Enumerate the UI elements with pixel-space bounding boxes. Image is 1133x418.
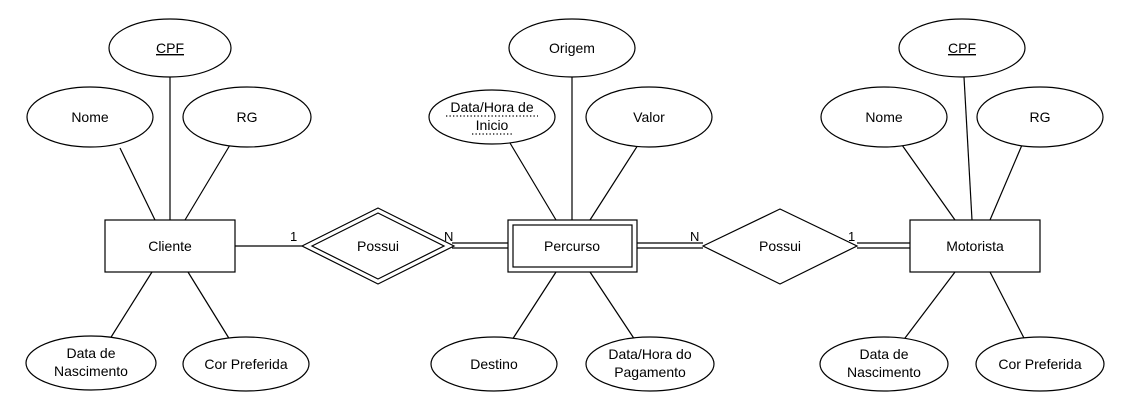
cardinality-percurso-left: N	[444, 229, 453, 244]
attribute-motorista-rg-label: RG	[1030, 109, 1051, 125]
attribute-percurso-inicio[interactable]: Data/Hora de Inicio	[428, 89, 556, 145]
attribute-cliente-nascimento-line2: Nascimento	[54, 363, 128, 379]
connector-motorista-cpf	[963, 76, 973, 221]
connector-percurso-destino	[511, 271, 557, 341]
attribute-motorista-rg-ellipse	[976, 86, 1104, 148]
attribute-percurso-destino-ellipse	[430, 336, 558, 392]
cardinality-cliente: 1	[290, 229, 297, 244]
attribute-percurso-origem-ellipse	[508, 18, 636, 78]
attribute-cliente-nascimento-ellipse	[25, 335, 157, 391]
attribute-percurso-destino[interactable]: Destino	[430, 336, 558, 392]
entity-motorista[interactable]: Motorista	[909, 219, 1041, 273]
attribute-cliente-nome-ellipse	[26, 86, 154, 148]
connector-motorista-rg	[989, 144, 1023, 221]
attribute-percurso-origem[interactable]: Origem	[508, 18, 636, 78]
connector-cliente-rg	[184, 144, 231, 221]
connector-percurso-pagamento	[589, 271, 636, 341]
entity-percurso[interactable]: Percurso	[507, 219, 638, 273]
attribute-percurso-pagamento-ellipse	[585, 336, 715, 392]
relationship-possui-left-inner	[310, 212, 446, 280]
attribute-percurso-pagamento-line1: Data/Hora do	[608, 346, 691, 362]
attribute-motorista-cor-label: Cor Preferida	[998, 356, 1081, 372]
attribute-cliente-cor-ellipse	[182, 336, 310, 392]
connectors	[107, 76, 1026, 343]
connector-motorista-cor	[989, 271, 1026, 341]
entity-cliente-label: Cliente	[148, 238, 192, 254]
attribute-percurso-pagamento[interactable]: Data/Hora do Pagamento	[585, 336, 715, 392]
relationship-possui-right[interactable]: Possui	[701, 208, 859, 285]
attribute-motorista-nascimento-line1: Data de	[859, 346, 908, 362]
attribute-percurso-inicio-line2: Inicio	[476, 117, 509, 133]
attribute-motorista-nascimento[interactable]: Data de Nascimento	[819, 336, 949, 392]
attribute-motorista-cpf-label: CPF	[948, 40, 976, 56]
attribute-cliente-cpf[interactable]: CPF	[108, 18, 232, 78]
attribute-percurso-valor[interactable]: Valor	[585, 86, 713, 148]
attribute-cliente-rg-ellipse	[182, 86, 312, 148]
attribute-percurso-valor-label: Valor	[633, 109, 665, 125]
attribute-motorista-nascimento-ellipse	[819, 336, 949, 392]
entity-motorista-box	[909, 219, 1041, 273]
relationship-possui-right-diamond	[701, 208, 859, 285]
attribute-percurso-origem-label: Origem	[549, 40, 595, 56]
attribute-motorista-cpf-ellipse	[898, 18, 1026, 78]
attribute-cliente-nome-label: Nome	[71, 109, 109, 125]
attribute-cliente-cor-label: Cor Preferida	[204, 356, 287, 372]
attribute-cliente-nascimento-line1: Data de	[66, 345, 115, 361]
entity-cliente[interactable]: Cliente	[104, 219, 236, 273]
attribute-percurso-inicio-line1: Data/Hora de	[450, 99, 533, 115]
attribute-motorista-nascimento-line2: Nascimento	[847, 364, 921, 380]
attribute-motorista-nome-label: Nome	[865, 109, 903, 125]
attribute-percurso-pagamento-line2: Pagamento	[614, 364, 686, 380]
relationship-possui-left-label: Possui	[357, 238, 399, 254]
entity-percurso-inner	[512, 224, 633, 268]
attribute-percurso-destino-label: Destino	[470, 356, 518, 372]
attribute-cliente-cor[interactable]: Cor Preferida	[182, 336, 310, 392]
attribute-motorista-cpf[interactable]: CPF	[898, 18, 1026, 78]
attribute-motorista-nome[interactable]: Nome	[820, 86, 948, 148]
entity-motorista-label: Motorista	[946, 238, 1004, 254]
attribute-cliente-rg[interactable]: RG	[182, 86, 312, 148]
attribute-motorista-cor[interactable]: Cor Preferida	[975, 336, 1105, 392]
entity-cliente-box	[104, 219, 236, 273]
attribute-cliente-nome[interactable]: Nome	[26, 86, 154, 148]
attribute-motorista-cor-ellipse	[975, 336, 1105, 392]
connector-motorista-nome	[901, 144, 956, 221]
attribute-motorista-rg[interactable]: RG	[976, 86, 1104, 148]
attribute-percurso-inicio-ellipse	[428, 89, 556, 145]
relationship-possui-right-label: Possui	[759, 238, 801, 254]
connector-cliente-nascimento	[107, 271, 153, 343]
connector-cliente-cor	[187, 271, 231, 341]
attribute-percurso-valor-ellipse	[585, 86, 713, 148]
cardinality-percurso-right: N	[690, 229, 699, 244]
cardinality-motorista: 1	[848, 229, 855, 244]
attribute-cliente-cpf-label: CPF	[156, 40, 184, 56]
attribute-cliente-rg-label: RG	[237, 109, 258, 125]
entity-percurso-label: Percurso	[544, 238, 600, 254]
connector-percurso-inicio	[509, 142, 557, 221]
attribute-cliente-cpf-ellipse	[108, 18, 232, 78]
connector-cliente-nome	[119, 147, 156, 221]
connector-motorista-nascimento	[901, 271, 956, 343]
relationship-possui-left[interactable]: Possui	[300, 207, 456, 285]
connector-percurso-valor	[589, 144, 639, 221]
attribute-cliente-nascimento[interactable]: Data de Nascimento	[25, 335, 157, 391]
attribute-motorista-nome-ellipse	[820, 86, 948, 148]
